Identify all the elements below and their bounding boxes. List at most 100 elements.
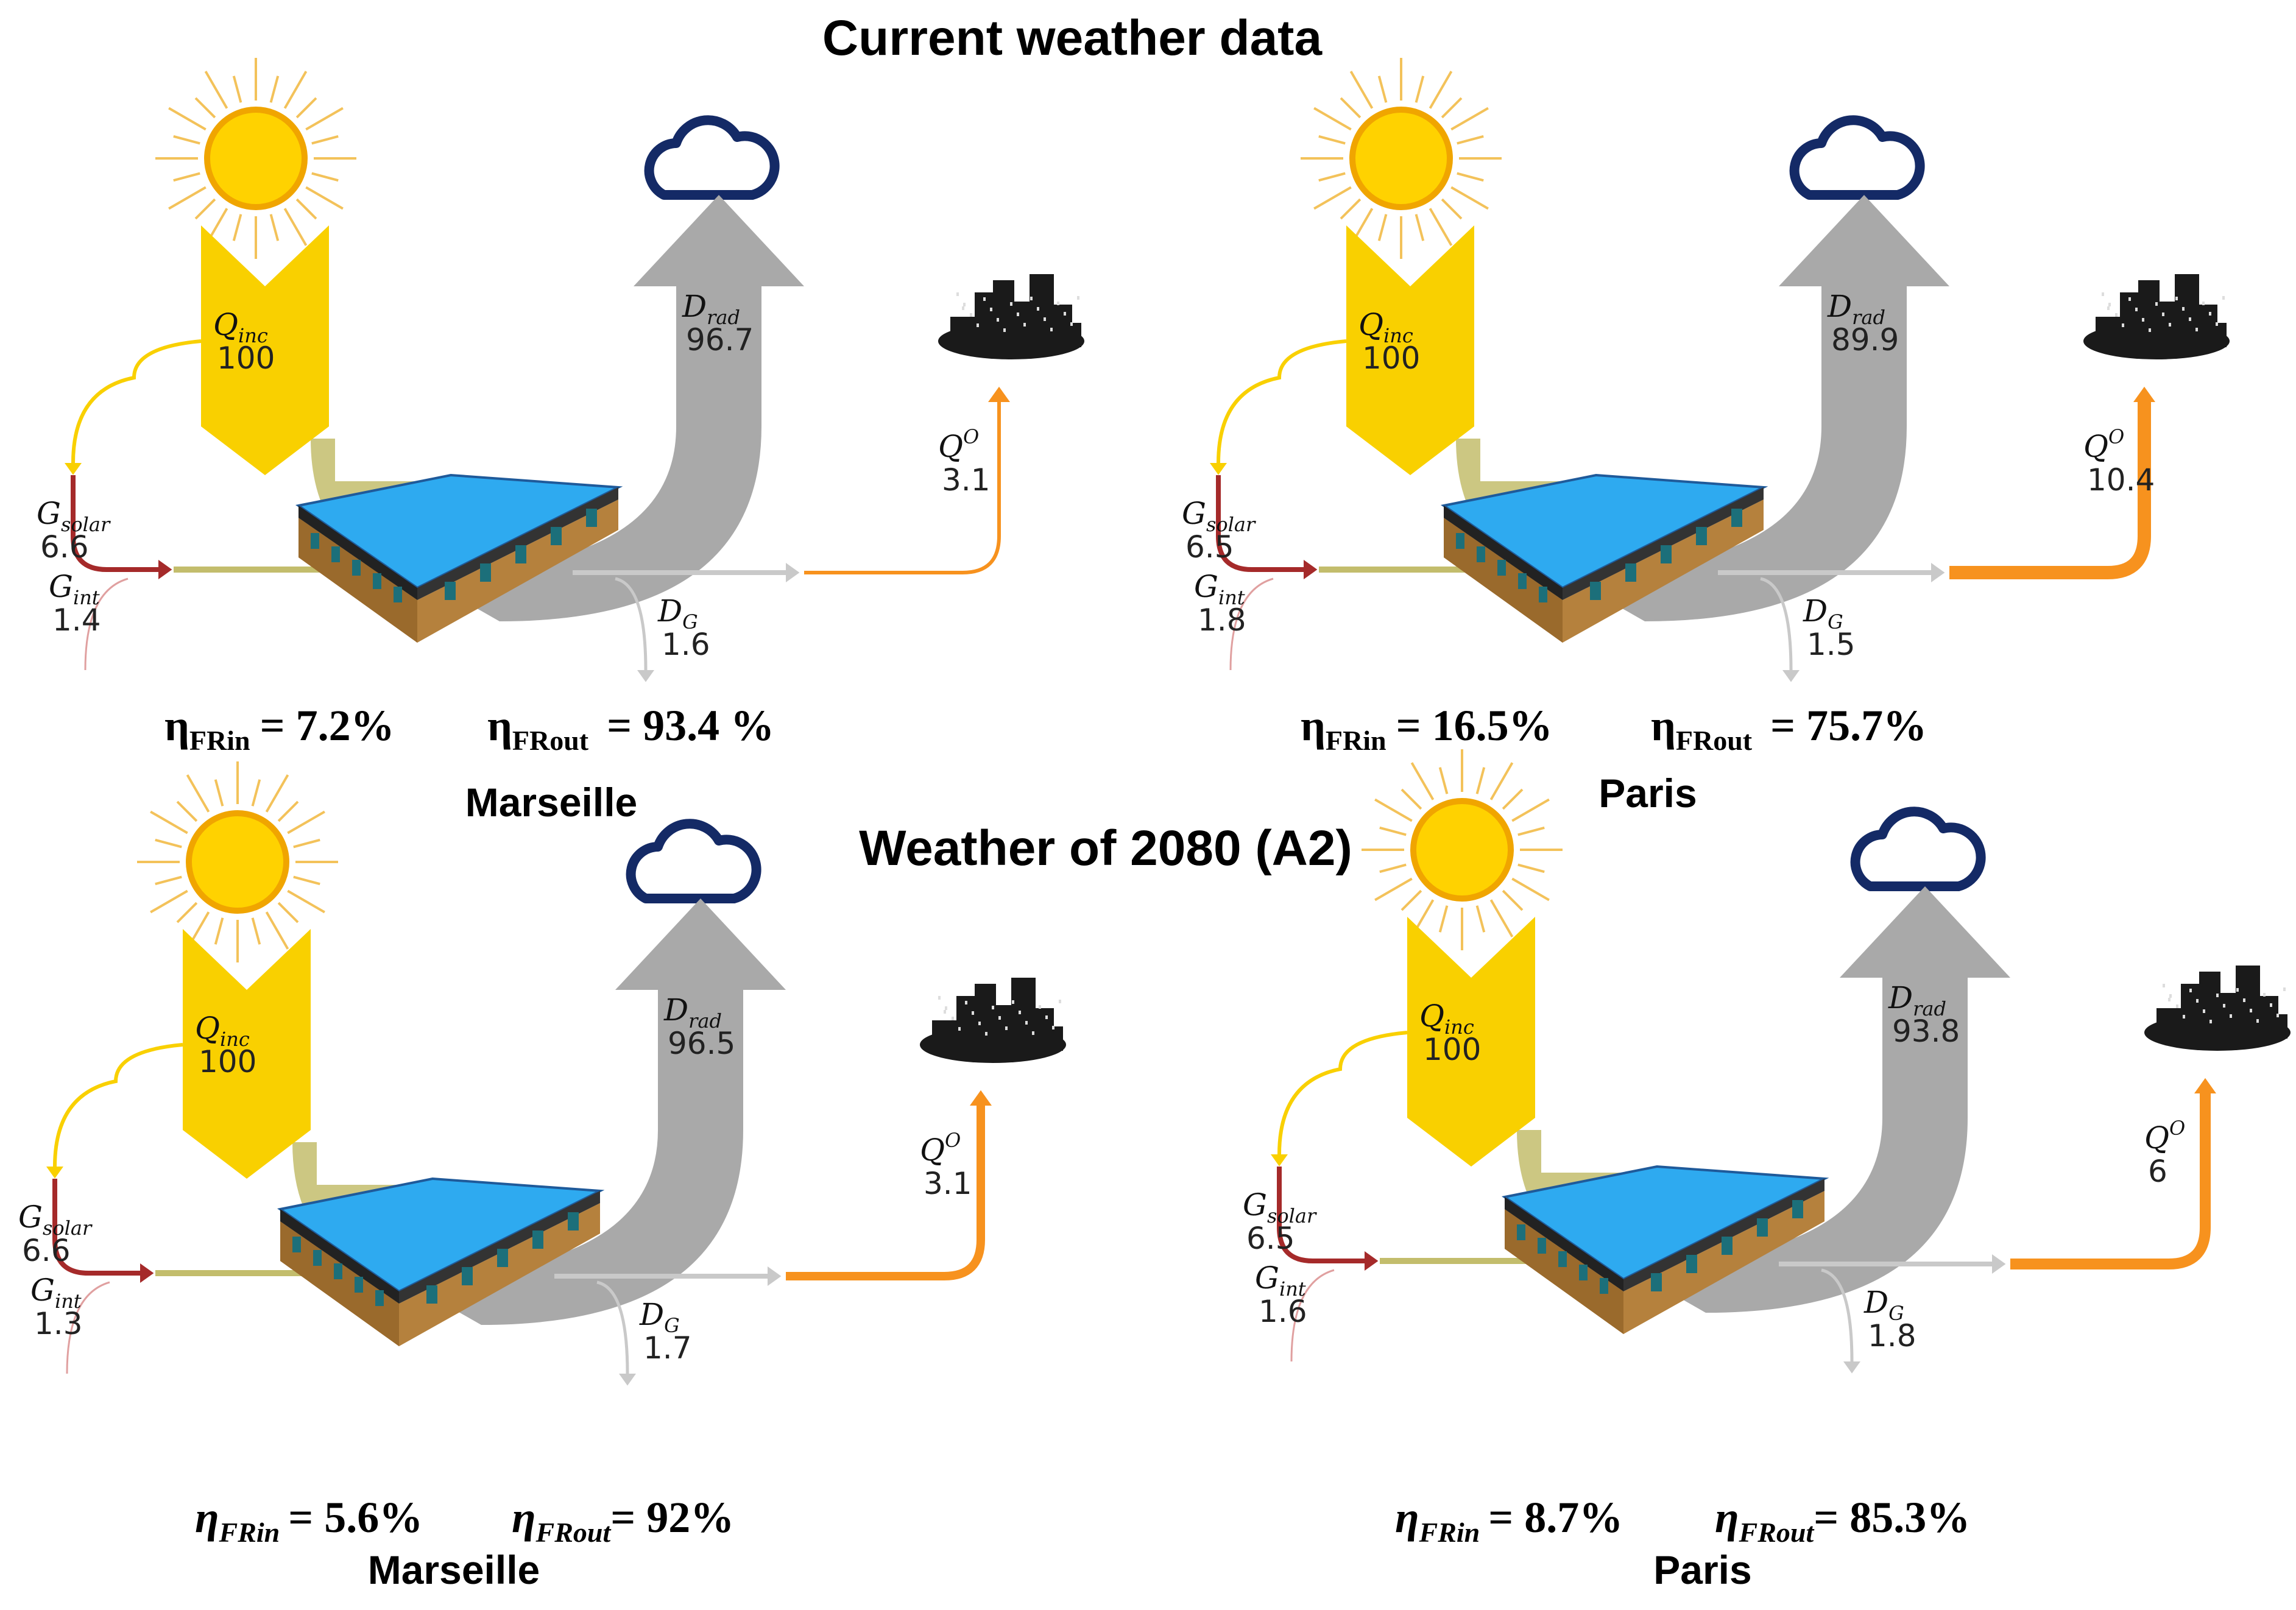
g-solar-label-index: solar — [43, 1216, 93, 1240]
incident-flow — [1346, 225, 1474, 475]
heading-current-weather: Current weather data — [822, 10, 1323, 66]
efficiency-paris-2080: ηFRin= 8.7% ηFRout= 85.3% — [1395, 1493, 1970, 1548]
q-inc-label-value: 100 — [1423, 1032, 1481, 1067]
sun-icon — [1362, 749, 1563, 950]
d-g-label-index: G — [1888, 1302, 1904, 1325]
internal-gain-flow — [1229, 577, 1274, 671]
g-int-label-index: int — [1279, 1277, 1306, 1301]
q-o-label-index: O — [963, 425, 979, 448]
svg-text:Gsolar: Gsolar — [1182, 496, 1256, 536]
q-o-label-symbol: Q — [920, 1132, 945, 1168]
sun-icon — [1301, 58, 1502, 259]
q-o-label-symbol: Q — [2144, 1120, 2169, 1156]
d-g-label: DG1.5 — [1803, 593, 1856, 662]
svg-text:QO: QO — [2083, 425, 2124, 464]
d-g-label: DG1.7 — [639, 1297, 692, 1366]
g-solar-label-symbol: G — [1243, 1187, 1267, 1223]
svg-text:Drad: Drad — [682, 289, 740, 329]
d-rad-label-symbol: D — [1888, 980, 1913, 1015]
svg-text:ηFRout= 85.3%: ηFRout= 85.3% — [1715, 1493, 1970, 1548]
svg-text:Drad: Drad — [1827, 289, 1885, 329]
d-g-label: DG1.8 — [1863, 1285, 1916, 1354]
city-label-paris-current: Paris — [1598, 771, 1697, 816]
svg-text:Drad: Drad — [663, 992, 722, 1033]
g-int-label-index: int — [55, 1290, 82, 1313]
reflected-flow — [1560, 195, 1949, 621]
eta-out-subscript: FRout — [512, 725, 589, 756]
d-rad-label-value: 96.7 — [686, 322, 754, 358]
svg-text:Gsolar: Gsolar — [18, 1199, 93, 1240]
g-int-label-value: 1.6 — [1259, 1294, 1307, 1329]
d-g-label-value: 1.8 — [1868, 1318, 1916, 1354]
building-icon — [295, 473, 623, 643]
cloud-icon — [1789, 115, 1925, 200]
svg-text:DG: DG — [639, 1297, 680, 1337]
reflected-flow — [1620, 886, 2010, 1313]
city-label-marseille-current: Marseille — [465, 780, 638, 825]
city-skyline-icon — [938, 274, 1084, 359]
d-g-label-index: G — [682, 610, 698, 634]
city-label-paris-2080: Paris — [1653, 1547, 1751, 1592]
q-o-label: QO3.1 — [938, 425, 991, 498]
q-o-label-index: O — [2169, 1117, 2185, 1140]
q-o-label: QO6 — [2144, 1117, 2185, 1189]
solar-gain-flow — [1217, 339, 1347, 464]
city-skyline-icon — [2144, 966, 2291, 1051]
d-rad-label-index: rad — [1852, 306, 1885, 329]
d-g-label: DG1.6 — [657, 593, 710, 662]
g-int-label-symbol: G — [30, 1273, 55, 1308]
solar-gain-flow — [53, 1043, 183, 1167]
d-rad-label-value: 93.8 — [1892, 1014, 1960, 1049]
q-o-label-index: O — [2108, 425, 2124, 448]
internal-gain-flow — [66, 1281, 110, 1374]
g-solar-label-value: 6.5 — [1185, 529, 1234, 565]
efficiency-marseille-current: ηFRin= 7.2% ηFRout= 93.4 % — [164, 701, 774, 756]
d-g-label-symbol: D — [657, 593, 682, 629]
d-g-label-symbol: D — [1863, 1285, 1888, 1320]
d-g-label-symbol: D — [639, 1297, 664, 1332]
internal-gain-flow — [1290, 1269, 1335, 1362]
svg-text:Qinc: Qinc — [1419, 998, 1474, 1039]
eta-in-subscript: FRin — [189, 725, 250, 756]
q-inc-label-index: inc — [238, 324, 268, 347]
building-icon — [1440, 473, 1768, 643]
d-rad-label-index: rad — [688, 1009, 722, 1033]
outgoing-flow — [804, 402, 1001, 574]
svg-text:ηFRout= 92%: ηFRout= 92% — [512, 1493, 734, 1548]
q-inc-label-symbol: Q — [1419, 998, 1444, 1034]
svg-text:DG: DG — [1803, 593, 1843, 634]
svg-text:QO: QO — [920, 1129, 961, 1168]
sun-icon — [155, 58, 356, 259]
reflected-flow — [396, 899, 786, 1325]
svg-text:ηFRout= 93.4 %: ηFRout= 93.4 % — [487, 701, 774, 756]
d-g-label-value: 1.5 — [1807, 627, 1856, 662]
svg-text:Gint: Gint — [49, 569, 100, 609]
g-int-label-symbol: G — [1255, 1260, 1279, 1296]
g-int-label-value: 1.8 — [1198, 602, 1246, 638]
d-g-label-value: 1.7 — [643, 1330, 692, 1366]
incident-flow — [183, 929, 311, 1179]
outgoing-flow — [1949, 402, 2151, 579]
solar-gain-flow — [71, 339, 202, 464]
g-int-label-index: int — [73, 586, 100, 609]
d-rad-label-symbol: D — [663, 992, 688, 1028]
cloud-icon — [626, 819, 761, 903]
city-label-marseille-2080: Marseille — [368, 1547, 540, 1592]
d-g-label-value: 1.6 — [662, 627, 710, 662]
svg-text:Gint: Gint — [30, 1273, 82, 1313]
g-solar-label-value: 6.6 — [40, 529, 89, 565]
internal-gain-flow — [84, 577, 129, 671]
city-skyline-icon — [920, 978, 1066, 1063]
g-solar-label-value: 6.6 — [22, 1233, 71, 1268]
building-icon — [1501, 1165, 1829, 1334]
g-int-label-symbol: G — [49, 569, 73, 604]
